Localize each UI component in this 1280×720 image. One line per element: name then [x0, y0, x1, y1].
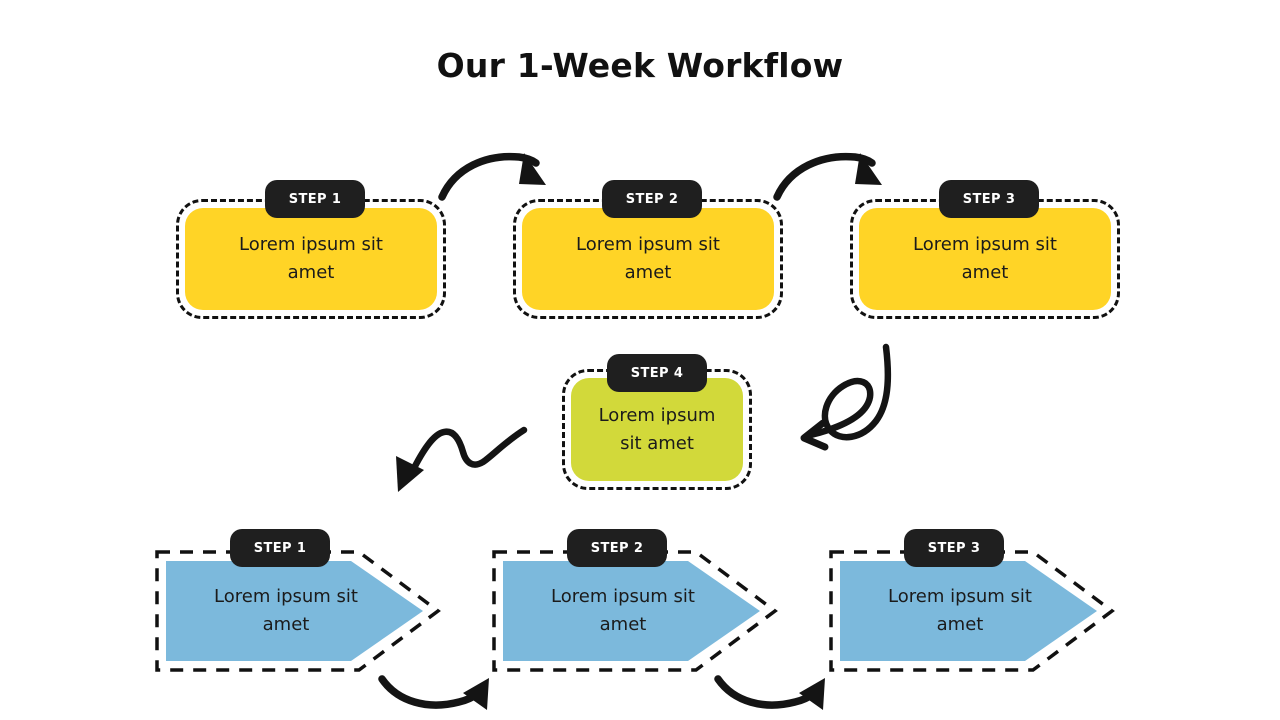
workflow-node-top-3[interactable]: Lorem ipsum sit amet — [850, 199, 1120, 319]
step-badge-top-1[interactable]: STEP 1 — [265, 180, 365, 218]
step-badge-top-2[interactable]: STEP 2 — [602, 180, 702, 218]
workflow-node-top-1[interactable]: Lorem ipsum sit amet — [176, 199, 446, 319]
arrow-arc-bottom1-to-bottom2 — [378, 675, 489, 710]
arrow-arc-step2-to-step3 — [773, 152, 882, 201]
node-body-text: Lorem ipsum sit amet — [551, 586, 695, 635]
workflow-node-bottom-2[interactable]: Lorem ipsum sit amet — [492, 550, 778, 672]
step-badge-bottom-2[interactable]: STEP 2 — [567, 529, 667, 567]
arrow-arc-step1-to-step2 — [438, 152, 546, 201]
node-body-text: Lorem ipsum sit amet — [214, 586, 358, 635]
node-body-text: Lorem ipsum sit amet — [576, 234, 720, 283]
workflow-node-bottom-1[interactable]: Lorem ipsum sit amet — [155, 550, 441, 672]
chevron-fill — [503, 561, 760, 661]
arrow-squiggle-step4-to-bottom — [396, 426, 528, 492]
arrow-loop-step3-to-step4 — [800, 343, 892, 451]
chevron-fill — [840, 561, 1097, 661]
node-body-text: Lorem ipsum sit amet — [888, 586, 1032, 635]
workflow-node-middle-4[interactable]: Lorem ipsum sit amet — [562, 369, 752, 490]
step-badge-middle-4[interactable]: STEP 4 — [607, 354, 707, 392]
node-fill — [185, 208, 437, 310]
node-body-text: Lorem ipsum sit amet — [239, 234, 383, 283]
node-body-text: Lorem ipsum sit amet — [913, 234, 1057, 283]
page-title: Our 1-Week Workflow — [436, 46, 844, 85]
step-badge-top-3[interactable]: STEP 3 — [939, 180, 1039, 218]
node-fill — [571, 378, 743, 481]
node-fill — [859, 208, 1111, 310]
arrow-arc-bottom2-to-bottom3 — [714, 675, 825, 710]
step-badge-bottom-1[interactable]: STEP 1 — [230, 529, 330, 567]
node-fill — [522, 208, 774, 310]
workflow-node-bottom-3[interactable]: Lorem ipsum sit amet — [829, 550, 1115, 672]
step-badge-bottom-3[interactable]: STEP 3 — [904, 529, 1004, 567]
chevron-fill — [166, 561, 423, 661]
node-body-text: Lorem ipsum sit amet — [598, 404, 716, 454]
